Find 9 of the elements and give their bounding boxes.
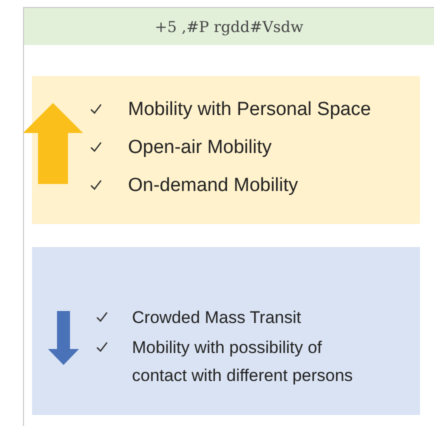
list-item: On-demand Mobility [128, 174, 298, 198]
list-item: Crowded Mass Transit [132, 307, 302, 329]
header-text: +5 ,#P rgdd#Vsdw [154, 18, 304, 36]
list-panel [32, 76, 420, 224]
list-panel [32, 247, 420, 415]
list-item: Mobility with Personal Space [128, 98, 371, 122]
list-item: Open-air Mobility [128, 136, 272, 160]
list-item: Mobility with possibility of contact with different persons [132, 337, 354, 387]
header-band [24, 8, 434, 45]
